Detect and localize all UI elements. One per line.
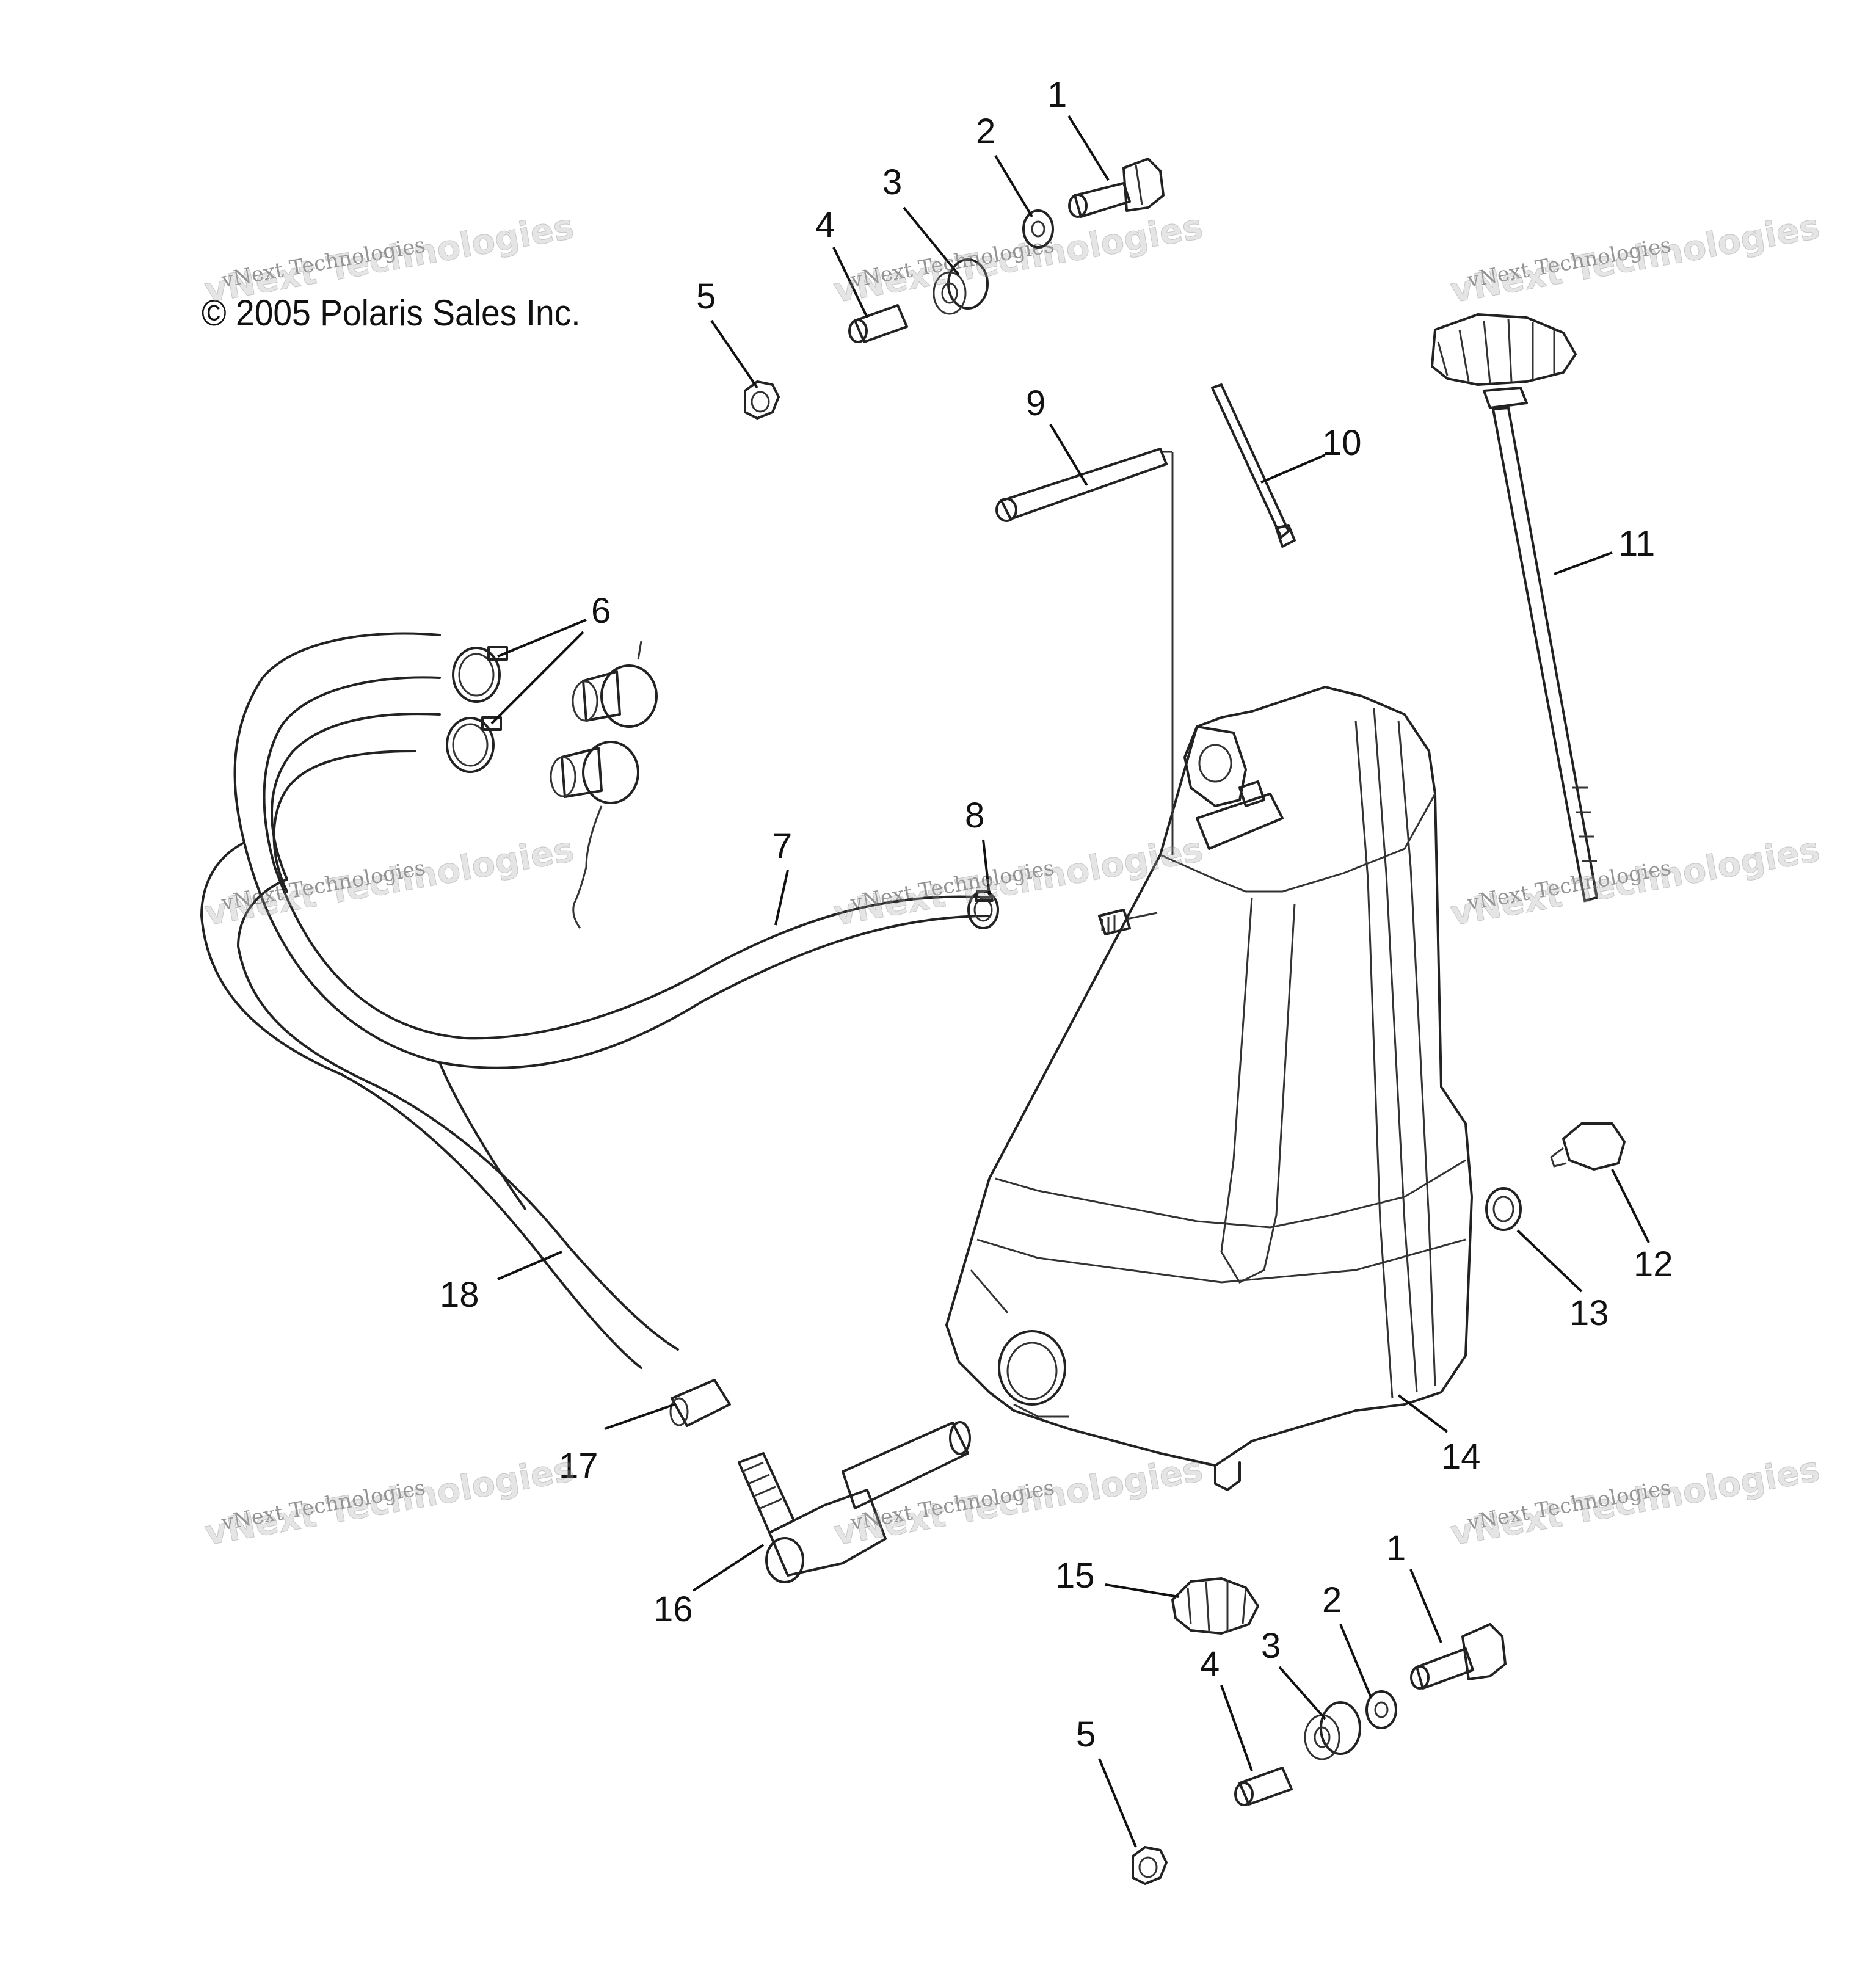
callout-4-bottom: 4 [1200,1644,1220,1684]
callout-8: 8 [965,796,984,835]
bolt-top[interactable] [1068,158,1165,218]
nut-top[interactable] [744,380,780,420]
nut-bottom[interactable] [1132,1846,1168,1885]
callout-6: 6 [591,591,611,631]
small-clamp[interactable] [967,890,999,929]
copyright-notice: © 2005 Polaris Sales Inc. [202,292,581,333]
oil-hoses[interactable] [200,632,991,1369]
hose-sleeve[interactable] [669,1379,731,1427]
callout-9: 9 [1026,383,1045,423]
washer-top[interactable] [1022,209,1054,249]
washer-bottom[interactable] [1365,1690,1397,1729]
sealing-washer[interactable] [1485,1187,1522,1231]
hose-plugs [550,641,658,929]
callout-12: 12 [1634,1244,1673,1284]
callout-15: 15 [1055,1556,1095,1596]
callout-10: 10 [1322,423,1362,463]
callout-16: 16 [653,1589,693,1629]
hose-clamps[interactable] [446,646,508,773]
reference-line [1160,451,1174,855]
callout-3-bottom: 3 [1261,1626,1281,1666]
tank-grommet[interactable] [1171,1577,1259,1635]
callout-13: 13 [1569,1293,1609,1333]
callout-1-top: 1 [1047,75,1067,115]
callout-4-top: 4 [815,205,835,245]
elbow-fitting[interactable] [738,1421,971,1583]
callout-11: 11 [1618,524,1655,564]
vent-tube[interactable] [995,448,1168,522]
callout-7: 7 [773,826,792,866]
spacer-bottom[interactable] [1234,1767,1293,1806]
leader-lines [490,115,1650,1848]
grommet-top[interactable] [933,258,989,315]
grommet-bottom[interactable] [1304,1701,1361,1760]
callout-3-top: 3 [882,162,902,202]
spacer-top[interactable] [848,304,908,343]
callout-2-top: 2 [976,112,995,151]
bolt-bottom[interactable] [1410,1623,1507,1690]
oil-tank[interactable] [945,686,1473,1491]
drain-fitting[interactable] [1550,1122,1626,1171]
callout-numbers: 1 2 3 4 5 6 7 8 9 10 11 12 13 14 15 16 1… [440,75,1673,1754]
callout-1-bottom: 1 [1386,1528,1406,1568]
vent-rod[interactable] [1211,383,1296,548]
callout-14: 14 [1441,1437,1481,1476]
callout-2-bottom: 2 [1322,1580,1342,1620]
dipstick-cap[interactable] [1431,313,1598,902]
tank-side-fitting [1098,909,1158,935]
callout-18: 18 [440,1275,479,1315]
callout-5-top: 5 [696,277,716,316]
callout-17: 17 [559,1446,598,1486]
callout-5-bottom: 5 [1076,1715,1096,1754]
